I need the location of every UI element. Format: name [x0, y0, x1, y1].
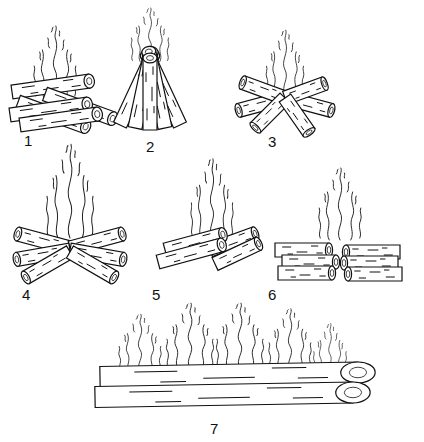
callout-number: 3	[268, 134, 276, 150]
callout-number: 7	[210, 421, 218, 437]
callout-number: 4	[22, 287, 30, 303]
callout-number: 2	[146, 139, 154, 155]
callout-number: 6	[268, 287, 276, 303]
callout-number: 1	[24, 133, 32, 149]
callout-number: 5	[152, 287, 160, 303]
